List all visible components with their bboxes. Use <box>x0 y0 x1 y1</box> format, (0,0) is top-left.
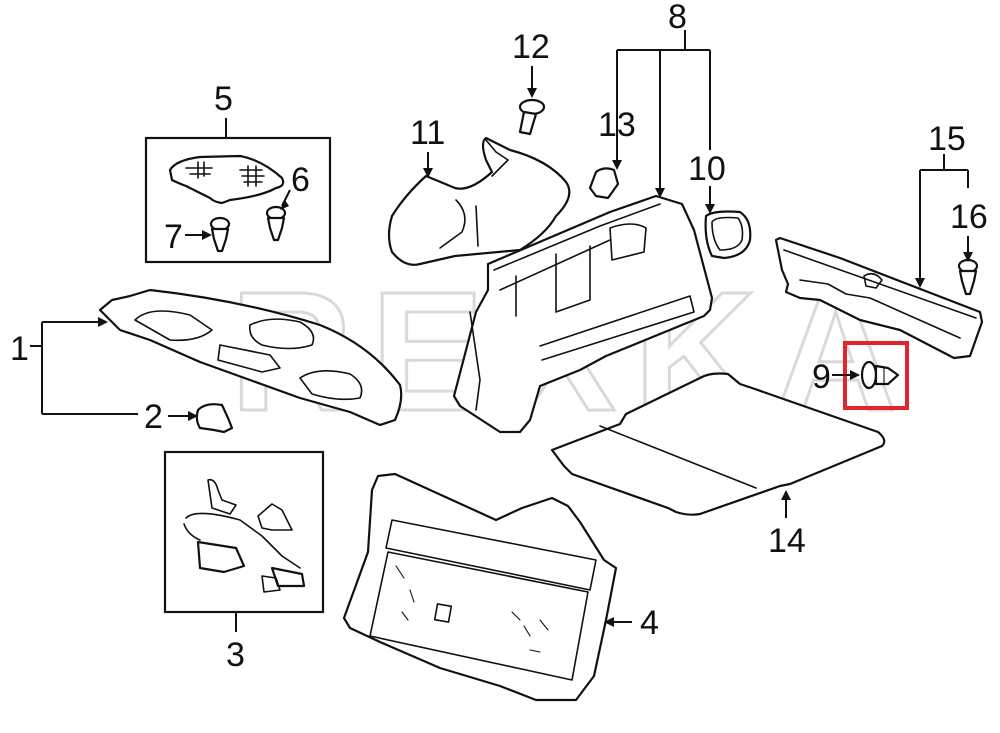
arrowhead-14 <box>781 490 791 500</box>
trim-clip-group: 9 <box>812 341 909 410</box>
trunk-floor-mat <box>550 372 886 516</box>
leader-1 <box>41 321 138 415</box>
callout-14[interactable]: 14 <box>768 522 806 560</box>
side-trim-pocket <box>609 223 647 261</box>
hook-bracket <box>588 167 620 200</box>
callout-1[interactable]: 1 <box>10 330 29 368</box>
callout-6[interactable]: 6 <box>291 161 310 199</box>
arrowhead-15 <box>915 278 925 288</box>
floor-mat-group: 14 <box>550 372 886 560</box>
callout-9[interactable]: 9 <box>812 358 831 396</box>
tray-speaker-left <box>134 310 213 342</box>
cover-kit-group: 5 6 7 <box>144 80 332 264</box>
side-trim-floor-edge <box>539 295 695 361</box>
bulkhead-label <box>433 603 453 623</box>
callout-11[interactable]: 11 <box>410 114 445 152</box>
bulkhead-group: 4 <box>342 472 659 702</box>
bulkhead-crossbar <box>385 519 597 591</box>
callout-15[interactable]: 15 <box>928 120 966 158</box>
wheelhouse-group: 11 12 13 <box>387 28 636 266</box>
harness-clip-b <box>257 503 293 531</box>
arrowhead-11 <box>423 168 433 178</box>
wheelhouse-flap <box>485 139 509 177</box>
bulkhead-texture <box>395 565 549 653</box>
tray-speaker-center <box>248 318 315 350</box>
callout-7[interactable]: 7 <box>164 218 183 256</box>
callout-12[interactable]: 12 <box>512 28 550 66</box>
floor-mat-fold <box>599 425 757 489</box>
package-tray <box>98 288 403 427</box>
wheelhouse-seam <box>475 205 479 247</box>
clip-16-icon <box>957 258 979 296</box>
callout-10[interactable]: 10 <box>688 150 726 188</box>
arrowhead-6 <box>280 200 289 210</box>
clip-7-icon <box>209 216 231 253</box>
harness-clip-c <box>261 575 281 593</box>
access-cover-group: 10 <box>688 150 752 260</box>
arrowhead-13 <box>612 160 622 170</box>
tray-end-cap <box>195 403 234 434</box>
harness-clip-a <box>207 478 237 515</box>
arrowhead-10 <box>705 204 715 214</box>
clip-6-icon <box>265 205 287 242</box>
arrowhead-9 <box>850 370 860 380</box>
sill-trim-group: 15 16 <box>774 120 988 360</box>
harness-wire <box>185 512 301 569</box>
callout-5[interactable]: 5 <box>214 80 233 118</box>
side-trim-group: 8 <box>452 0 714 434</box>
arrowhead-1 <box>98 317 108 327</box>
callout-16[interactable]: 16 <box>950 198 988 236</box>
bulkhead-face <box>369 551 589 681</box>
arrowhead-7 <box>202 230 212 240</box>
clip-9-icon[interactable] <box>860 360 900 390</box>
callout-3[interactable]: 3 <box>226 636 245 674</box>
side-trim-front-edge <box>469 311 481 411</box>
harness-connector-a <box>196 540 246 574</box>
arrowhead-16 <box>963 252 973 262</box>
side-trim-openings <box>515 245 591 317</box>
grille-right <box>239 165 265 187</box>
harness-kit-group: 3 <box>163 450 325 674</box>
callout-2[interactable]: 2 <box>144 398 163 436</box>
arrowhead-8 <box>655 188 665 198</box>
sill-trim <box>774 236 984 360</box>
wheelhouse-contour <box>439 199 466 249</box>
arrowhead-12 <box>527 88 537 98</box>
arrowhead-4 <box>604 617 614 627</box>
tray-vent <box>217 344 281 373</box>
sill-trim-tab <box>863 272 883 289</box>
package-tray-group: 1 2 <box>10 288 403 436</box>
access-cover-inner <box>711 216 744 251</box>
bulkhead-panel <box>342 472 618 702</box>
trunk-side-trim <box>452 194 714 434</box>
callout-4[interactable]: 4 <box>640 604 659 642</box>
access-cover <box>704 210 752 260</box>
harness-wire-loop <box>183 523 201 541</box>
grille-left <box>185 161 213 179</box>
tray-speaker-right <box>299 370 363 401</box>
leader-8-bracket <box>616 49 711 190</box>
retainer-bolt-12-icon <box>518 98 546 136</box>
callout-8[interactable]: 8 <box>668 0 687 36</box>
wheelhouse-trim <box>387 136 571 266</box>
arrowhead-2 <box>188 411 198 421</box>
side-trim-top-rail <box>493 203 661 291</box>
